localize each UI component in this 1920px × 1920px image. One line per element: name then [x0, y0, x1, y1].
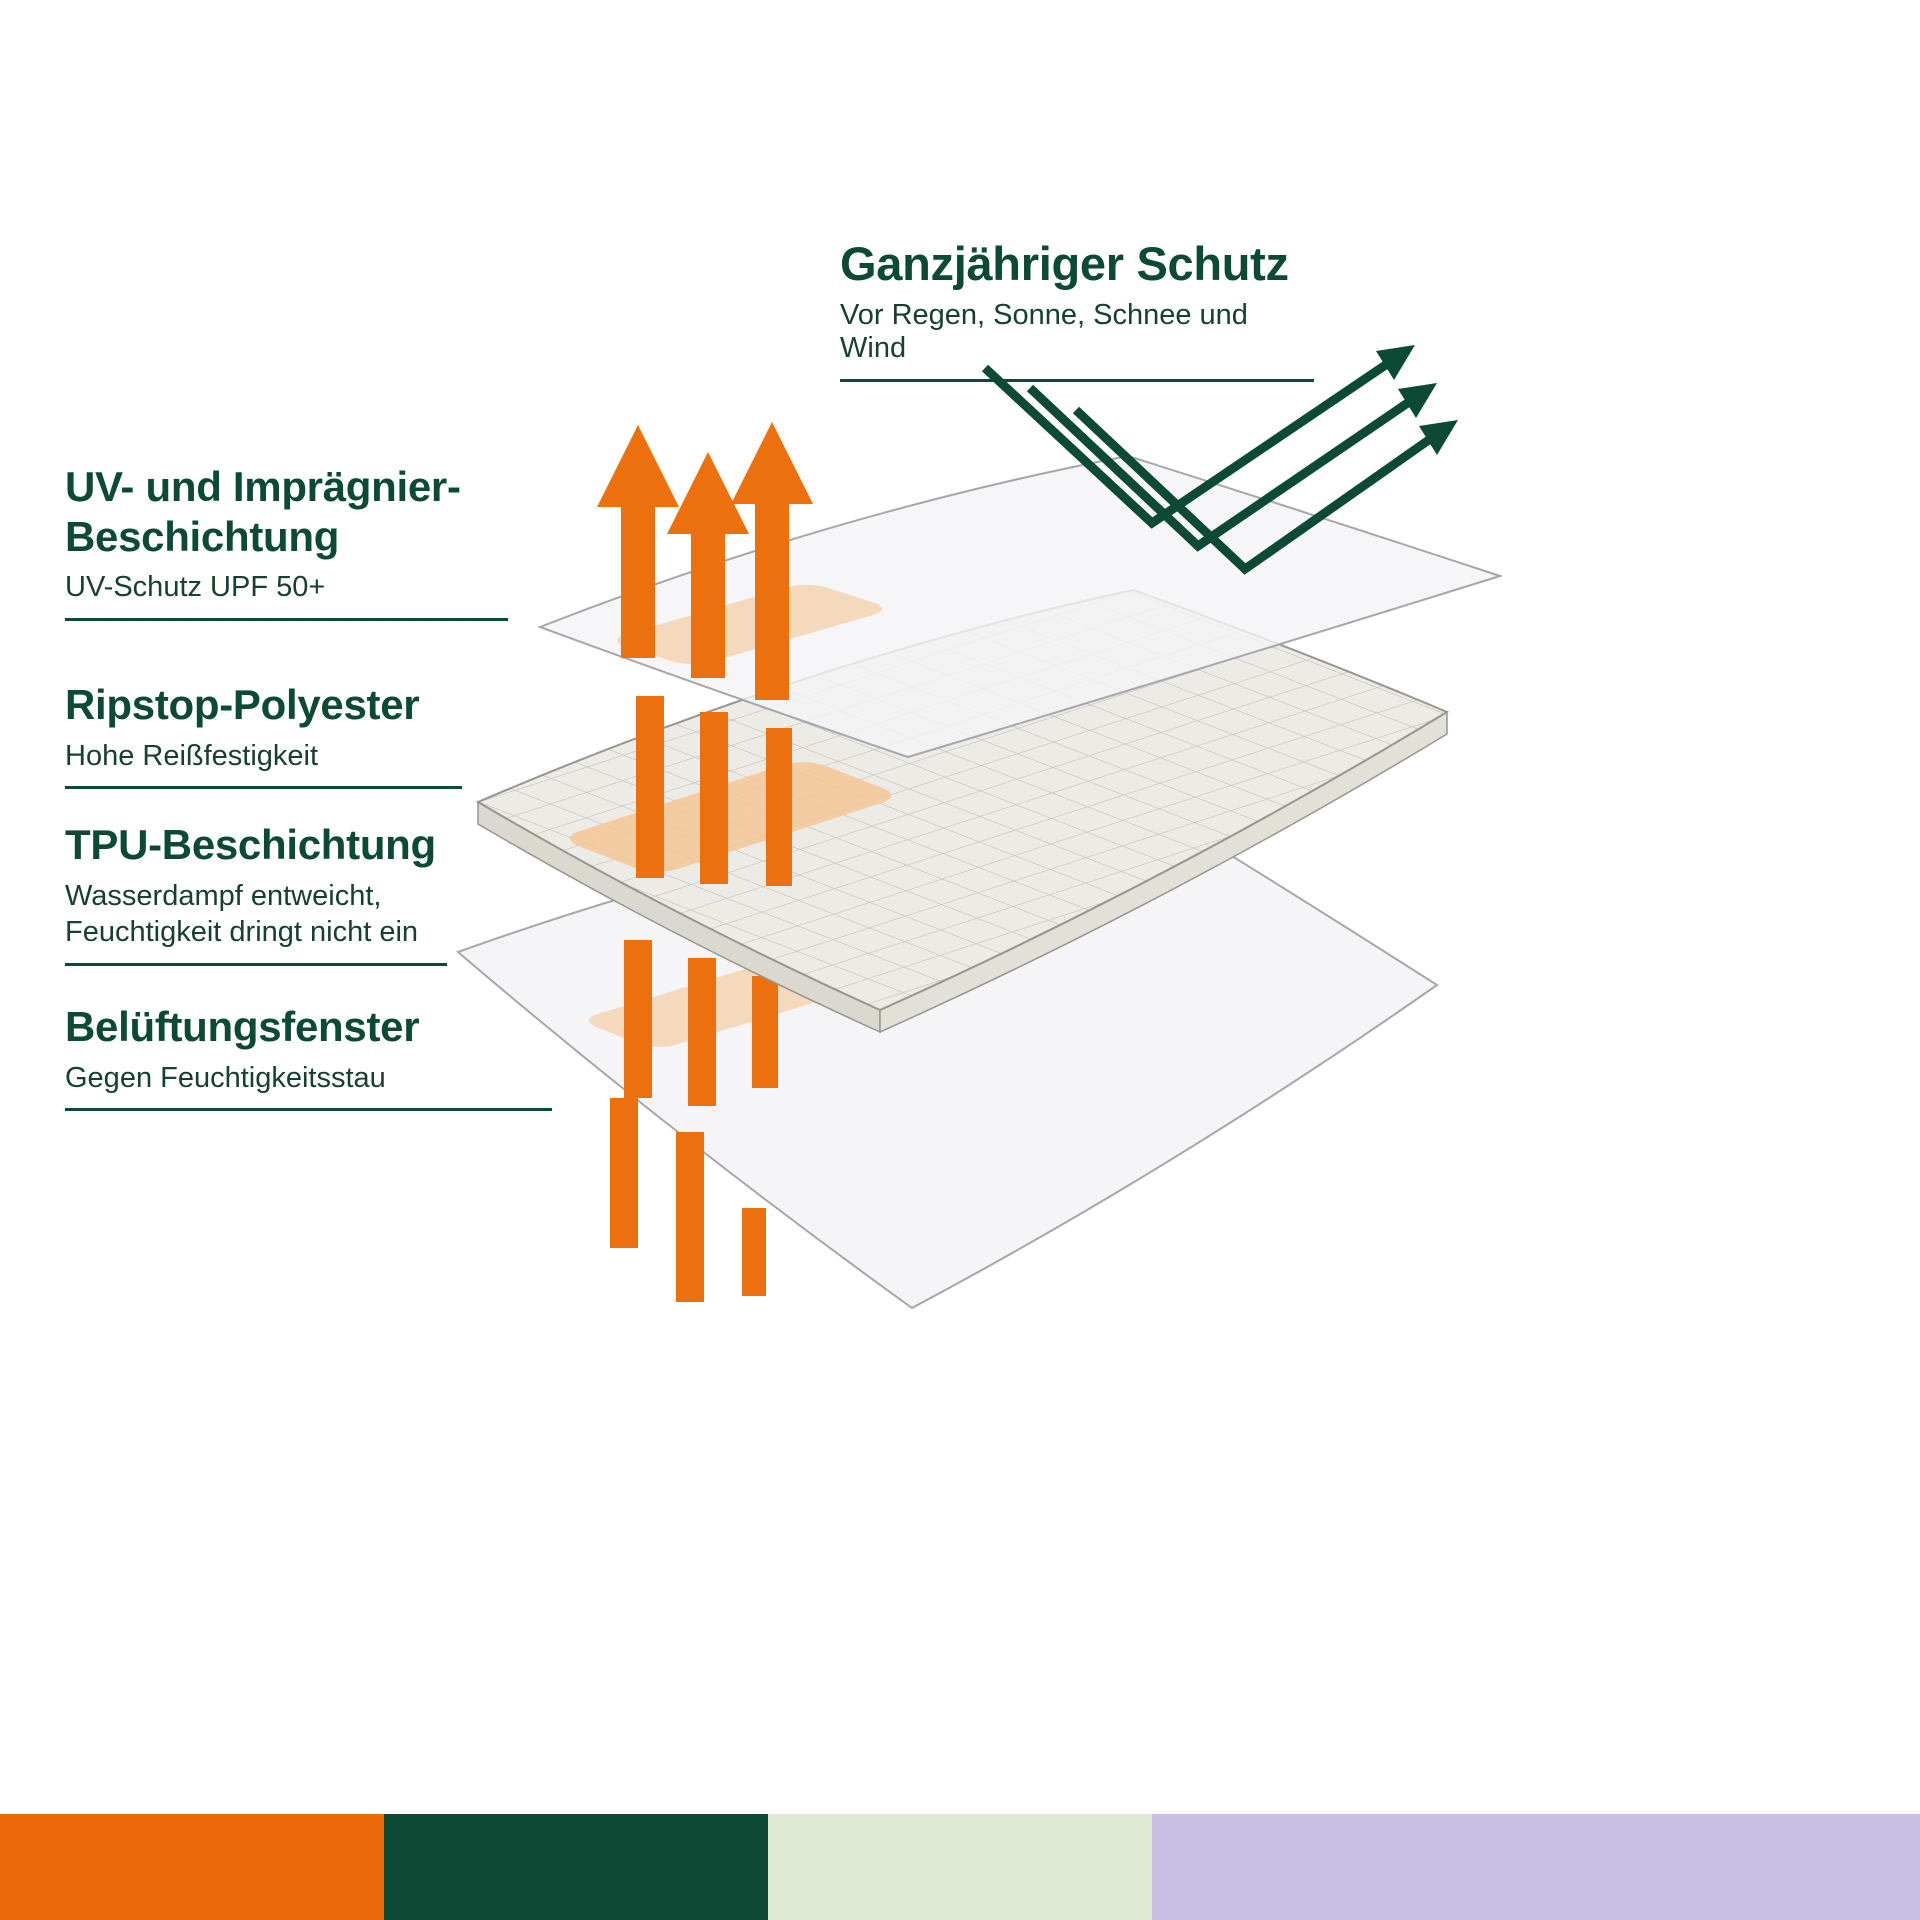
weather-arrows: [981, 358, 1436, 575]
vapor-bar-icon: [624, 940, 652, 1098]
arrowhead-icon: [1419, 420, 1458, 455]
orange-up-arrow-icon: [731, 422, 813, 700]
feature-description: Gegen Feuchtigkeitsstau: [65, 1061, 386, 1094]
vapor-bar-icon: [676, 1132, 704, 1302]
vapor-bar-icon: [610, 1098, 638, 1248]
vapor-bars-bottom: [610, 1098, 766, 1302]
feature-block-uv-coating: UV- und Imprägnier- Beschichtung UV-Schu…: [65, 462, 508, 621]
orange-up-arrow-icon: [597, 425, 679, 658]
feature-block-vent: Belüftungsfenster Gegen Feuchtigkeitssta…: [65, 1002, 552, 1112]
vapor-bar-icon: [700, 712, 728, 884]
green-deflect-arrow-icon: [1072, 406, 1436, 575]
green-deflect-arrow-icon: [981, 358, 1393, 529]
vapor-bar-icon: [636, 696, 664, 878]
vapor-bars-middle: [636, 696, 792, 886]
uv-patch: [617, 584, 883, 665]
weather-arrowheads: [1376, 345, 1458, 455]
feature-description: UV-Schutz UPF 50+: [65, 571, 326, 604]
ripstop-grid-layer: [475, 588, 1450, 1034]
palette-swatch-orange: [0, 1814, 384, 1920]
feature-heading: TPU-Beschichtung: [65, 821, 436, 868]
page-subtitle: Vor Regen, Sonne, Schnee und Wind: [840, 299, 1248, 364]
arrowhead-icon: [1398, 383, 1437, 418]
palette-swatch-mint: [768, 1814, 1152, 1920]
vapor-bars-lower: [624, 940, 778, 1106]
palette-swatch-green: [384, 1814, 768, 1920]
palette-strip: [0, 1814, 1920, 1920]
feature-description: Hohe Reißfestigkeit: [65, 739, 319, 772]
title-block: Ganzjähriger Schutz Vor Regen, Sonne, Sc…: [840, 236, 1314, 382]
vapor-bar-icon: [766, 728, 792, 886]
palette-swatch-lavender: [1152, 1814, 1920, 1920]
vapor-bar-icon: [752, 976, 778, 1088]
feature-block-ripstop: Ripstop-Polyester Hohe Reißfestigkeit: [65, 680, 462, 790]
arrowhead-icon: [1376, 345, 1415, 380]
vapor-bar-icon: [688, 958, 716, 1106]
feature-heading: UV- und Imprägnier- Beschichtung: [65, 463, 461, 560]
feature-heading: Ripstop-Polyester: [65, 681, 420, 728]
green-deflect-arrow-icon: [1026, 384, 1415, 552]
page-title: Ganzjähriger Schutz: [840, 237, 1289, 290]
orange-up-arrow-icon: [667, 452, 749, 678]
feature-description: Wasserdampf entweicht, Feuchtigkeit drin…: [65, 879, 419, 949]
uv-arrows: [597, 422, 813, 700]
feature-block-tpu: TPU-Beschichtung Wasserdampf entweicht, …: [65, 820, 447, 966]
vapor-bar-icon: [742, 1208, 766, 1296]
feature-heading: Belüftungsfenster: [65, 1003, 420, 1050]
uv-patch-group: [617, 584, 883, 665]
